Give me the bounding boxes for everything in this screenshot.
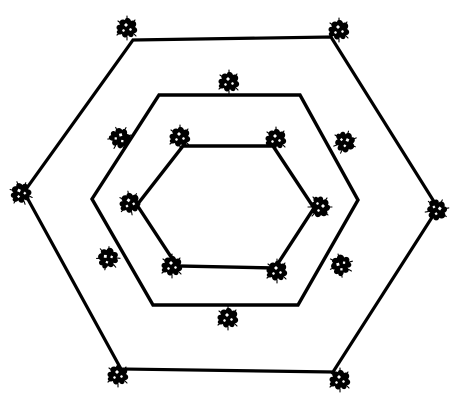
inner-hexagon [137, 146, 314, 268]
flower-cluster-icon [118, 189, 143, 216]
flower-cluster-icon [105, 122, 135, 153]
flower-cluster-icon [423, 198, 450, 223]
flower-cluster-icon [219, 70, 240, 94]
flower-cluster-icon [325, 250, 356, 280]
flower-cluster-icon [117, 16, 138, 40]
flower-cluster-icon [218, 306, 239, 330]
flower-cluster-icon [162, 254, 183, 278]
flower-cluster-icon [267, 259, 288, 283]
flower-cluster-icon [108, 363, 129, 387]
flower-cluster-icon [330, 128, 360, 156]
